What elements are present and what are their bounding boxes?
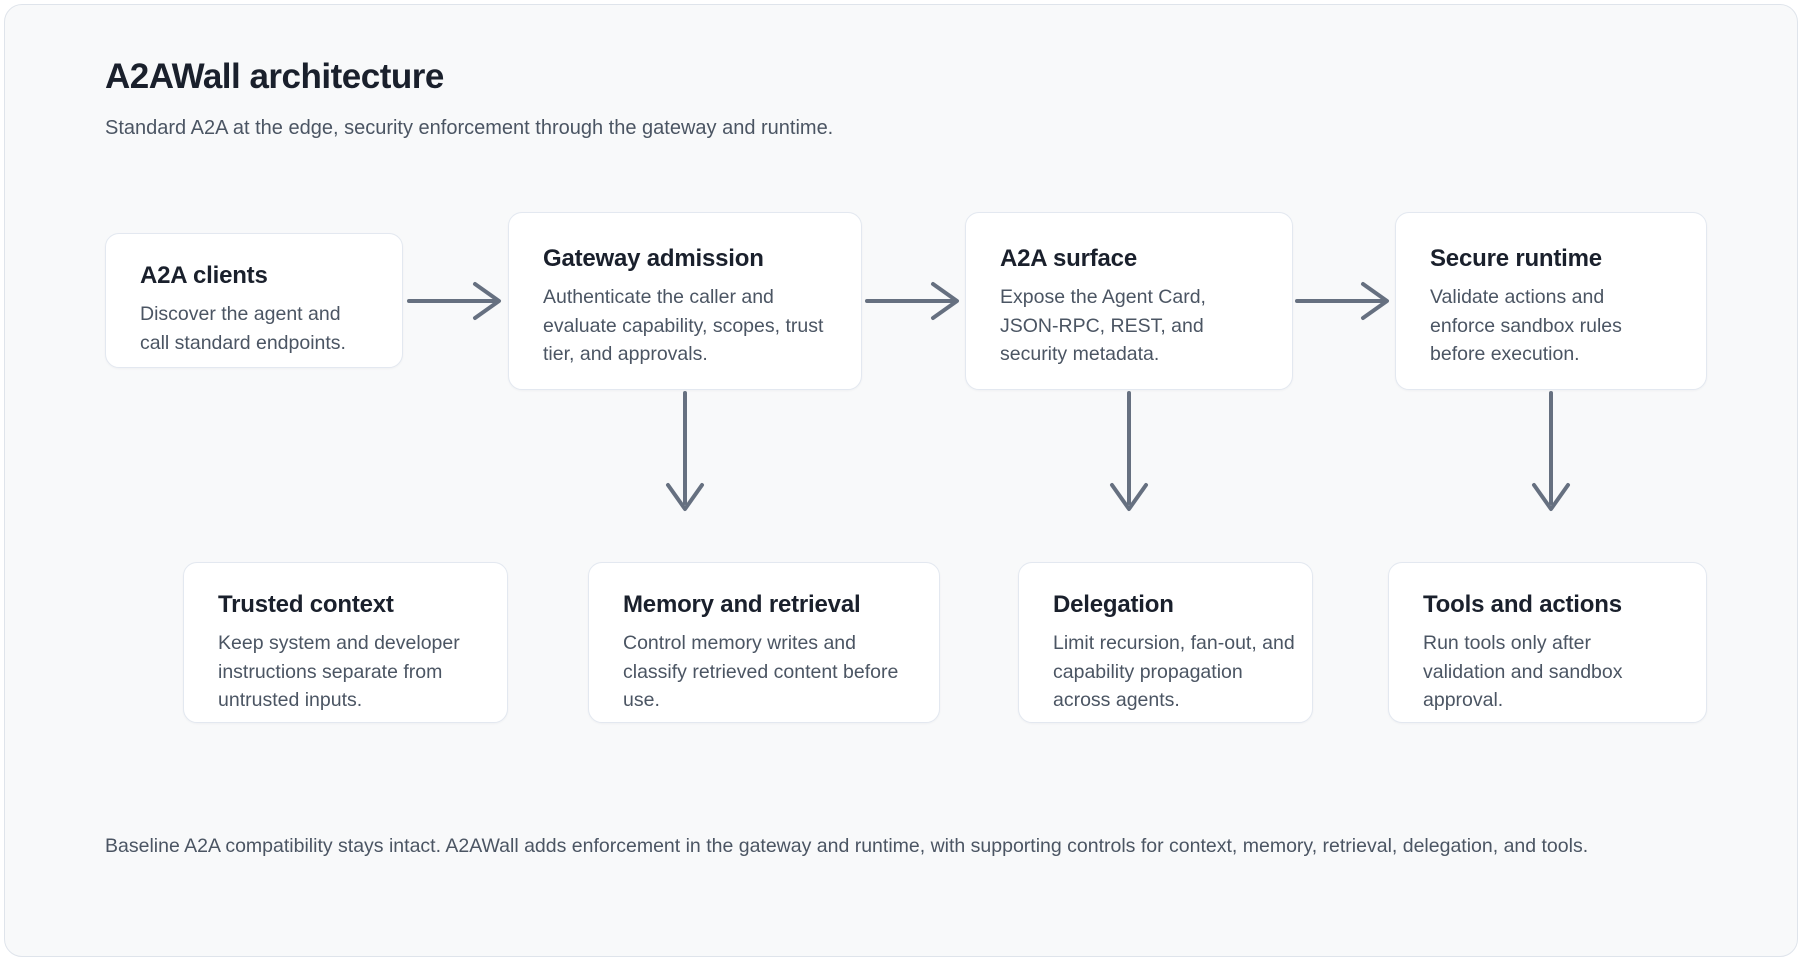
node-title: A2A clients	[140, 262, 268, 289]
node-title: Memory and retrieval	[623, 591, 861, 618]
node-description: Expose the Agent Card, JSON-RPC, REST, a…	[1000, 286, 1206, 365]
node-description: Discover the agent and call standard end…	[140, 303, 346, 354]
node-title: Delegation	[1053, 591, 1174, 618]
page-title: A2AWall architecture	[105, 57, 444, 96]
node-description: Keep system and developer instructions s…	[218, 632, 460, 711]
node-trusted-context: Trusted context Keep system and develope…	[183, 562, 508, 723]
node-delegation: Delegation Limit recursion, fan-out, and…	[1018, 562, 1313, 723]
arrow-right-icon	[865, 282, 959, 320]
node-description: Run tools only after validation and sand…	[1423, 632, 1623, 711]
arrow-down-icon	[1110, 391, 1148, 511]
node-title: Tools and actions	[1423, 591, 1622, 618]
node-description: Control memory writes and classify retri…	[623, 632, 899, 711]
architecture-panel: A2AWall architecture Standard A2A at the…	[4, 4, 1798, 957]
node-gateway-admission: Gateway admission Authenticate the calle…	[508, 212, 862, 390]
node-a2a-surface: A2A surface Expose the Agent Card, JSON-…	[965, 212, 1293, 390]
node-title: Gateway admission	[543, 245, 764, 272]
node-title: Trusted context	[218, 591, 394, 618]
node-memory-and-retrieval: Memory and retrieval Control memory writ…	[588, 562, 940, 723]
node-a2a-clients: A2A clients Discover the agent and call …	[105, 233, 403, 368]
arrow-down-icon	[666, 391, 704, 511]
page-subtitle: Standard A2A at the edge, security enfor…	[105, 117, 834, 139]
node-secure-runtime: Secure runtime Validate actions and enfo…	[1395, 212, 1707, 390]
footer-note: Baseline A2A compatibility stays intact.…	[105, 835, 1589, 857]
node-description: Limit recursion, fan-out, and capability…	[1053, 632, 1295, 711]
node-title: A2A surface	[1000, 245, 1137, 272]
node-description: Validate actions and enforce sandbox rul…	[1430, 286, 1622, 365]
node-description: Authenticate the caller and evaluate cap…	[543, 286, 824, 365]
arrow-down-icon	[1532, 391, 1570, 511]
arrow-right-icon	[1295, 282, 1389, 320]
node-title: Secure runtime	[1430, 245, 1602, 272]
node-tools-and-actions: Tools and actions Run tools only after v…	[1388, 562, 1707, 723]
arrow-right-icon	[407, 282, 501, 320]
